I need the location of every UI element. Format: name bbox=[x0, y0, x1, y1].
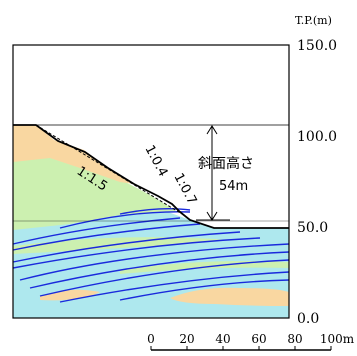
elevation-tick-label: 150.0 bbox=[297, 38, 337, 54]
elevation-ticks: 150.0 100.0 50.0 0.0 bbox=[297, 38, 337, 327]
slope-height-arrow bbox=[196, 125, 230, 221]
ground-surface bbox=[13, 124, 289, 229]
planned-slope-line bbox=[35, 124, 183, 215]
section-frame bbox=[12, 44, 290, 319]
slope-ratio-lower: 1:0.7 bbox=[170, 171, 199, 207]
elevation-tick-label: 0.0 bbox=[297, 311, 319, 327]
elevation-unit-label: T.P.(m) bbox=[295, 14, 332, 27]
sandstone-lens bbox=[170, 287, 289, 306]
distance-tick-label: 100m bbox=[320, 332, 355, 346]
elevation-tick-label: 50.0 bbox=[297, 220, 328, 236]
slope-height-label: 斜面高さ bbox=[198, 155, 254, 172]
slope-height-value: 54m bbox=[219, 179, 248, 194]
distance-scale: 0 20 40 60 80 100m bbox=[147, 332, 355, 351]
slope-ratio-upper: 1:0.4 bbox=[141, 143, 170, 179]
green-stripe bbox=[13, 237, 230, 254]
elevation-tick-label: 100.0 bbox=[297, 129, 337, 145]
distance-tick-label: 80 bbox=[287, 332, 302, 346]
distance-tick-label: 60 bbox=[251, 332, 266, 346]
seam-lines bbox=[12, 207, 290, 303]
distance-tick-label: 20 bbox=[179, 332, 194, 346]
distance-tick-label: 40 bbox=[215, 332, 230, 346]
distance-tick-label: 0 bbox=[147, 332, 155, 346]
sandstone-layer bbox=[13, 125, 134, 184]
